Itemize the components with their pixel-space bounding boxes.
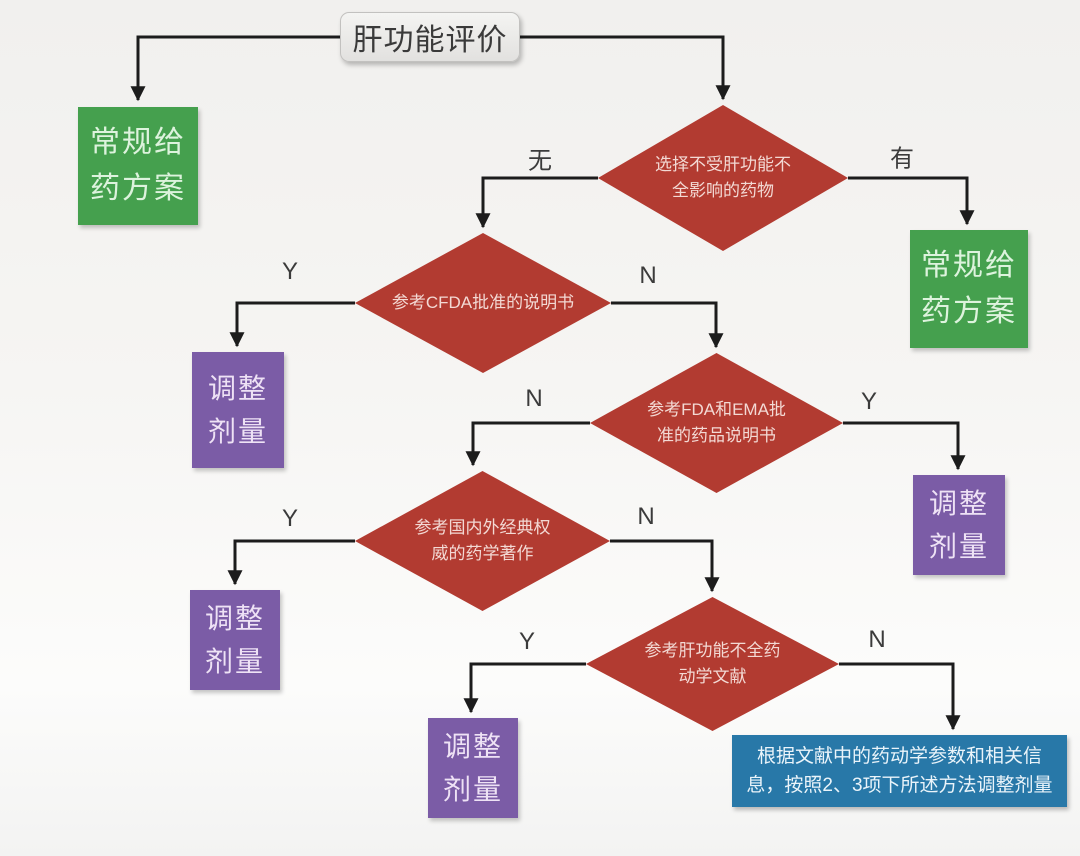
edge-label-books-n: N (637, 503, 655, 530)
edge-books-y-to-adjust3 (227, 539, 355, 586)
edge-fda-y-to-adjust2 (843, 421, 966, 471)
node-adjust-dose-3-label: 调整 剂量 (204, 602, 265, 677)
edge-label-cfda-y: Y (281, 258, 299, 285)
node-adjust-dose-2: 调整 剂量 (913, 475, 1005, 575)
edge-start-to-green-left (130, 35, 340, 102)
node-decision-classic-books-label: 参考国内外经典权 威的药学著作 (414, 517, 551, 563)
edge-label-fda-y: Y (860, 388, 878, 415)
node-adjust-dose-1: 调整 剂量 (192, 352, 284, 468)
edge-label-yes: 有 (890, 145, 914, 173)
node-decision-fda-ema-label: 参考FDA和EMA批 准的药品说明书 (647, 399, 786, 445)
edge-cfda-n-to-fda (611, 301, 724, 349)
node-conventional-regimen-left-label: 常规给 药方案 (90, 125, 186, 206)
node-adjust-dose-2-label: 调整 剂量 (928, 487, 989, 562)
node-adjust-dose-1-label: 调整 剂量 (207, 372, 268, 447)
edge-label-pk-y: Y (518, 628, 536, 655)
edge-label-fda-n: N (525, 385, 543, 412)
node-adjust-dose-4-label: 调整 剂量 (442, 730, 503, 805)
edge-pk-n-to-final (839, 662, 961, 731)
node-start: 肝功能评价 (340, 12, 520, 62)
edge-select-yes-to-green-right (848, 176, 975, 226)
node-adjust-dose-4: 调整 剂量 (428, 718, 518, 818)
edge-books-n-to-pklit (610, 539, 720, 593)
edge-label-cfda-n: N (639, 262, 657, 289)
edge-fda-n-to-books (465, 421, 590, 467)
edge-label-pk-n: N (868, 626, 886, 653)
node-decision-select-drug-label: 选择不受肝功能不 全影响的药物 (655, 154, 791, 200)
edge-select-no-to-cfda (475, 176, 598, 229)
node-decision-pk-literature-label: 参考肝功能不全药 动学文献 (644, 640, 781, 686)
edge-cfda-y-to-adjust1 (229, 301, 355, 348)
node-conventional-regimen-right: 常规给 药方案 (910, 230, 1028, 348)
edge-label-no: 无 (528, 147, 552, 175)
node-final-adjust-per-literature-label: 根据文献中的药动学参数和相关信 息，按照2、3项下所述方法调整剂量 (746, 745, 1053, 796)
edge-label-books-y: Y (281, 505, 299, 532)
node-final-adjust-per-literature: 根据文献中的药动学参数和相关信 息，按照2、3项下所述方法调整剂量 (732, 735, 1067, 807)
node-start-label: 肝功能评价 (352, 24, 508, 57)
edge-pk-y-to-adjust4 (463, 662, 586, 714)
node-adjust-dose-3: 调整 剂量 (190, 590, 280, 690)
node-conventional-regimen-right-label: 常规给 药方案 (921, 248, 1017, 329)
node-decision-cfda-text: 参考CFDA批准的说明书 (391, 292, 575, 312)
node-conventional-regimen-left: 常规给 药方案 (78, 107, 198, 225)
edge-start-to-select (520, 35, 731, 101)
